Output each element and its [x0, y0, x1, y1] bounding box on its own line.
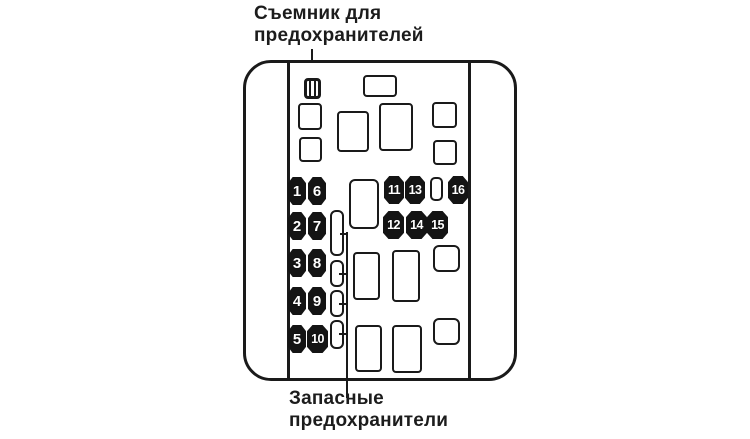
- relay-slot-rowD-center: [392, 325, 422, 373]
- spare-fuses-leader-line: [346, 232, 348, 398]
- relay-slot-rowC-left: [353, 252, 380, 300]
- relay-slot-rowC-right: [433, 245, 460, 272]
- spare-fuses-label-line1: Запасные: [289, 388, 384, 409]
- spare-fuses-label-line2: предохранители: [289, 410, 449, 431]
- fuse-3: 3: [288, 249, 306, 277]
- fuse-1: 1: [288, 177, 306, 205]
- fuse-5: 5: [288, 325, 306, 353]
- relay-slot-middle-tall: [349, 179, 379, 229]
- relay-slot-row2-center: [379, 103, 413, 151]
- fuse-6: 6: [308, 177, 326, 205]
- fuse-16: 16: [448, 176, 468, 204]
- fuse-10: 10: [307, 325, 328, 353]
- spare-fuses-leader-tick: [339, 303, 347, 305]
- relay-slot-rowD-right: [433, 318, 460, 345]
- fuse-14: 14: [406, 211, 427, 239]
- relay-slot-row3-left: [299, 137, 322, 162]
- spare-fuses-leader-tick: [339, 333, 347, 335]
- relay-slot-row2-left: [298, 103, 322, 130]
- relay-slot-rowD-left: [355, 325, 382, 372]
- fuse-2: 2: [288, 212, 306, 240]
- fuse-15: 15: [427, 211, 448, 239]
- fuse-puller-label: Съемник для предохранителей: [254, 3, 424, 47]
- fuse-box-inner-edge-right: [468, 62, 471, 379]
- fuse-11: 11: [384, 176, 404, 204]
- relay-slot-row3-right: [433, 140, 457, 165]
- fuse-puller-label-line1: Съемник для: [254, 3, 382, 24]
- spare-fuses-leader-tick: [339, 273, 347, 275]
- relay-slot-row2-centerleft: [337, 111, 369, 152]
- spare-fuses-label: Запасные предохранители: [289, 388, 448, 432]
- relay-slot-row2-right: [432, 102, 457, 128]
- fuse-puller-icon: [304, 78, 321, 99]
- fuse-9: 9: [308, 287, 326, 315]
- fuse-slot-empty-15: [430, 177, 443, 201]
- fuse-7: 7: [308, 212, 326, 240]
- fuse-12: 12: [383, 211, 404, 239]
- fuse-4: 4: [288, 287, 306, 315]
- fuse-puller-label-line2: предохранителей: [254, 25, 424, 46]
- fuse-puller-stripe: [313, 81, 316, 96]
- fuse-puller-stripe: [309, 81, 312, 96]
- spare-fuses-leader-tick: [340, 233, 348, 235]
- fuse-13: 13: [405, 176, 425, 204]
- fuse-8: 8: [308, 249, 326, 277]
- relay-slot-top-center: [363, 75, 397, 97]
- relay-slot-rowC-center: [392, 250, 420, 302]
